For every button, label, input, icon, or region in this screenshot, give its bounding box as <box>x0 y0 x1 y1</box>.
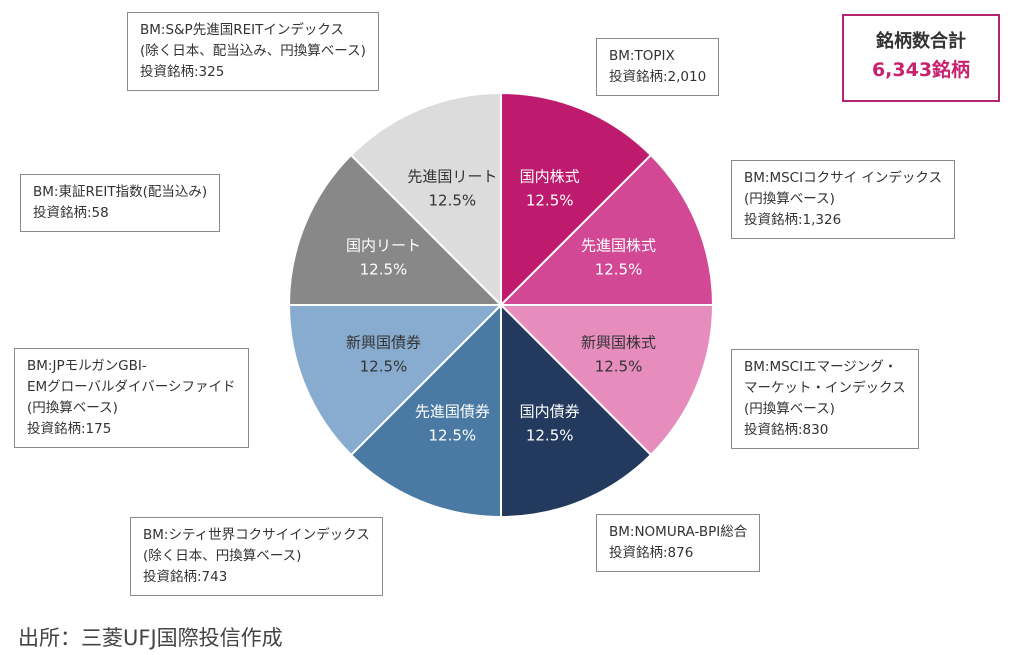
slice-category-label: 先進国株式 <box>581 236 656 254</box>
pie-slice <box>498 153 715 306</box>
pie-slices <box>287 91 715 519</box>
pie-slice <box>287 304 504 457</box>
callout-line: 投資銘柄:876 <box>609 545 694 561</box>
callout-line: 投資銘柄:325 <box>140 64 225 80</box>
pie-slice <box>287 153 504 306</box>
callout-msci-em: BM:MSCIエマージング・ マーケット・インデックス (円換算ベース) 投資銘… <box>731 349 919 449</box>
pie-slice <box>349 91 502 308</box>
callout-line: マーケット・インデックス <box>744 380 906 396</box>
callout-jpm-gbi-em: BM:JPモルガンGBI- EMグローバルダイバーシファイド (円換算ベース) … <box>14 348 249 448</box>
callout-line: BM:TOPIX <box>609 48 675 64</box>
callout-line: 投資銘柄:1,326 <box>744 212 842 228</box>
callout-line: BM:MSCIエマージング・ <box>744 359 898 375</box>
callout-msci-kokusai: BM:MSCIコクサイ インデックス (円換算ベース) 投資銘柄:1,326 <box>731 160 955 239</box>
total-holdings-value: 6,343銘柄 <box>871 59 971 81</box>
total-holdings-label: 銘柄数合計 <box>876 31 966 52</box>
slice-category-label: 先進国リート <box>407 167 497 185</box>
slice-value-label: 12.5% <box>428 191 476 209</box>
source-note: 出所：三菱UFJ国際投信作成 <box>18 626 283 650</box>
slice-category-label: 先進国債券 <box>415 403 490 421</box>
callout-line: (除く日本、配当込み、円換算ベース) <box>140 43 366 59</box>
callout-line: BM:JPモルガンGBI- <box>27 358 147 374</box>
slice-value-label: 12.5% <box>526 191 574 209</box>
callout-line: BM:NOMURA-BPI総合 <box>609 524 748 540</box>
callout-line: BM:東証REIT指数(配当込み) <box>33 184 208 200</box>
slice-category-label: 国内株式 <box>520 167 580 185</box>
callout-line: 投資銘柄:830 <box>744 422 829 438</box>
slice-category-label: 新興国債券 <box>346 334 421 352</box>
pie-slice <box>500 302 653 519</box>
pie-slice-labels: 国内株式 12.5% 先進国株式 12.5% 新興国株式 12.5% 国内債券 12.5% 先進… <box>346 167 656 444</box>
callout-citi-wgbi: BM:シティ世界コクサイインデックス (除く日本、円換算ベース) 投資銘柄:74… <box>130 517 383 596</box>
callout-line: EMグローバルダイバーシファイド <box>27 379 236 395</box>
slice-value-label: 12.5% <box>428 427 476 445</box>
callout-line: 投資銘柄:743 <box>143 569 228 585</box>
slice-value-label: 12.5% <box>595 260 643 278</box>
callout-line: BM:シティ世界コクサイインデックス <box>143 527 370 543</box>
callout-line: (円換算ベース) <box>744 401 835 417</box>
slice-value-label: 12.5% <box>360 260 408 278</box>
callout-line: BM:S&P先進国REITインデックス <box>140 22 344 38</box>
callout-nomura-bpi: BM:NOMURA-BPI総合 投資銘柄:876 <box>596 514 761 572</box>
callout-line: 投資銘柄:58 <box>33 205 109 221</box>
slice-category-label: 国内債券 <box>520 403 580 421</box>
callout-topix: BM:TOPIX 投資銘柄:2,010 <box>596 38 720 96</box>
slice-value-label: 12.5% <box>526 427 574 445</box>
slice-category-label: 国内リート <box>346 236 421 254</box>
total-holdings-box: 銘柄数合計 6,343銘柄 <box>842 14 1000 102</box>
callout-tse-reit: BM:東証REIT指数(配当込み) 投資銘柄:58 <box>20 174 221 232</box>
callout-line: (除く日本、円換算ベース) <box>143 548 302 564</box>
pie-slice <box>498 304 715 457</box>
callout-line: (円換算ベース) <box>744 191 835 207</box>
callout-line: BM:MSCIコクサイ インデックス <box>744 170 942 186</box>
pie-slice <box>349 302 502 519</box>
callout-line: 投資銘柄:2,010 <box>609 69 707 85</box>
slice-value-label: 12.5% <box>595 358 643 376</box>
pie-slice <box>500 91 653 308</box>
callout-line: (円換算ベース) <box>27 400 118 416</box>
callout-line: 投資銘柄:175 <box>27 421 112 437</box>
slice-category-label: 新興国株式 <box>581 334 656 352</box>
slice-value-label: 12.5% <box>360 358 408 376</box>
callout-sp-reit: BM:S&P先進国REITインデックス (除く日本、配当込み、円換算ベース) 投… <box>127 12 379 91</box>
